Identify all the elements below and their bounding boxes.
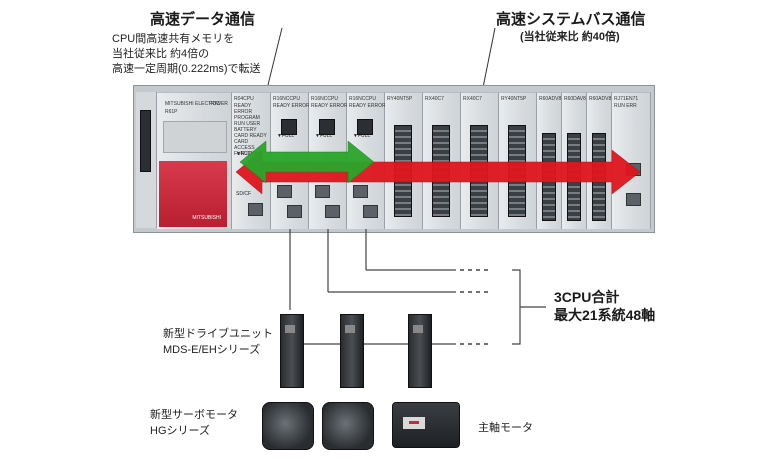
- drive-unit-line-1: 新型ドライブユニット: [163, 328, 273, 340]
- model-label: R61P: [165, 109, 178, 115]
- power-supply-module: MITSUBISHI ELECTRIC R61P POWER MITSUBISH…: [157, 92, 232, 229]
- high-speed-bus-title: 高速システムバス通信: [496, 11, 646, 28]
- note-line-1: CPU間高速共有メモリを: [112, 33, 235, 45]
- cnc1-port-b: [287, 205, 302, 218]
- cnc2-port-a: [315, 185, 330, 198]
- high-speed-data-note: CPU間高速共有メモリを 当社従来比 約4倍の 高速一定周期(0.222ms)で…: [112, 32, 261, 77]
- servo-motor-2: [322, 402, 374, 450]
- cnc2-status: READY ERROR: [311, 103, 348, 109]
- red-panel-label: MITSUBISHI: [192, 215, 221, 221]
- servo-motor-1: [262, 402, 314, 450]
- cpu-full-label: ▼FULL: [236, 151, 254, 157]
- axis-count-callout: 3CPU合計 最大21系統48軸: [554, 288, 655, 324]
- brand-label: MITSUBISHI ELECTRIC: [165, 101, 220, 107]
- drive-unit-label: 新型ドライブユニット MDS-E/EHシリーズ: [163, 326, 273, 358]
- drive-unit-line-2: MDS-E/EHシリーズ: [163, 344, 261, 356]
- base-unit: [136, 92, 157, 228]
- high-speed-bus-note: (当社従来比 約40倍): [520, 31, 620, 43]
- cpu-model-label: R04CPU: [234, 96, 254, 102]
- cnc1-status: READY ERROR: [273, 103, 310, 109]
- servo-motor-line-2: HGシリーズ: [150, 425, 210, 437]
- cpu-status-label: READY ERROR PROGRAM RUN USER BATTERY CAR…: [234, 103, 267, 157]
- cnc3-label: R16NCCPU: [349, 96, 376, 102]
- note-line-2: 当社従来比 約4倍の: [112, 48, 210, 60]
- io-module-7: R60ADV8: [587, 92, 612, 229]
- power-label: POWER: [209, 101, 228, 107]
- servo-motor-line-1: 新型サーボモータ: [150, 409, 238, 421]
- cnc2-port-b: [325, 205, 340, 218]
- note-line-3: 高速一定周期(0.222ms)で転送: [112, 63, 261, 75]
- cnc2-label: R16NCCPU: [311, 96, 338, 102]
- cpu-sd-label: SD/CF: [236, 191, 251, 197]
- cnc3-status: READY ERROR: [349, 103, 386, 109]
- power-supply-red-panel: MITSUBISHI: [159, 161, 227, 227]
- high-speed-data-arrow: [239, 140, 375, 184]
- cpu-ethernet-port: [248, 203, 263, 216]
- network-port-2: [626, 193, 641, 206]
- high-speed-data-title: 高速データ通信: [150, 11, 256, 28]
- cnc3-port-a: [353, 185, 368, 198]
- callout-line-2: 最大21系統48軸: [554, 307, 656, 323]
- spindle-motor-label: 主軸モータ: [478, 422, 533, 434]
- servo-motor-label: 新型サーボモータ HGシリーズ: [150, 407, 238, 439]
- cnc3-port-b: [363, 205, 378, 218]
- drive-unit-1: [280, 314, 304, 388]
- drive-unit-2: [340, 314, 364, 388]
- io-module-5: R60ADV8: [537, 92, 562, 229]
- cnc1-label: R16NCCPU: [273, 96, 300, 102]
- callout-line-1: 3CPU合計: [554, 289, 620, 305]
- drive-unit-3: [408, 314, 432, 388]
- cnc1-port-a: [277, 185, 292, 198]
- spindle-motor: [392, 402, 460, 448]
